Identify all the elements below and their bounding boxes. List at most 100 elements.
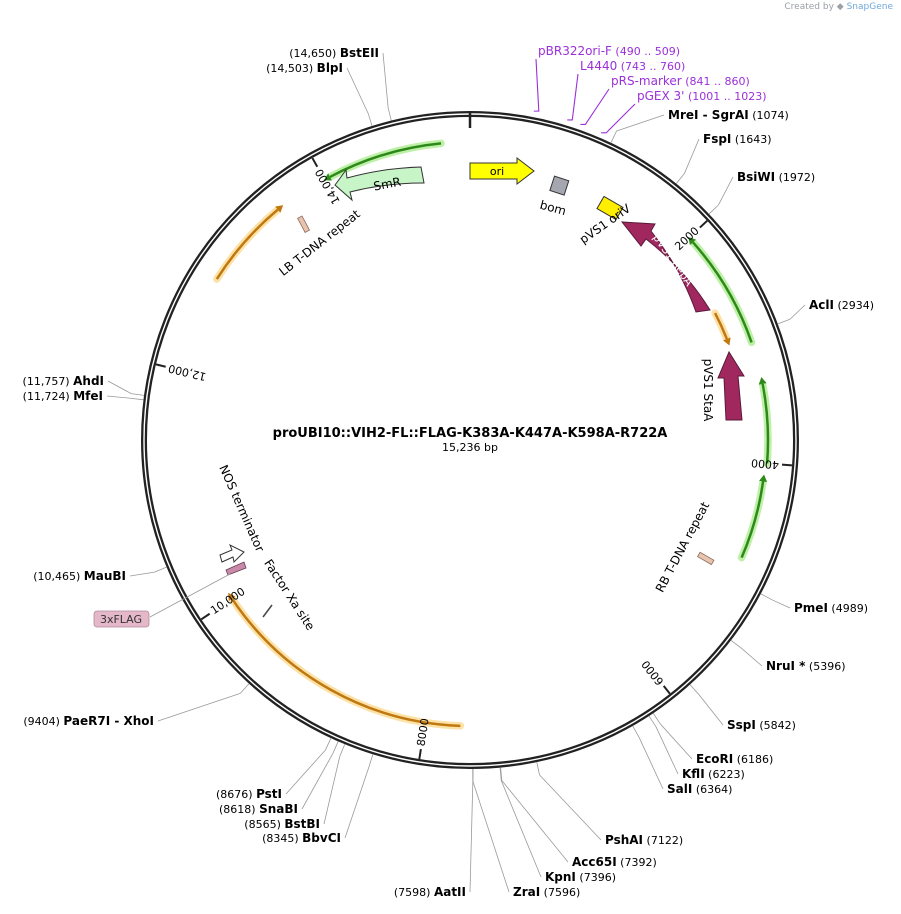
tick-label: 6000	[639, 658, 667, 688]
site-stub	[368, 754, 374, 767]
site-stub	[648, 715, 657, 728]
rb-tdna-repeat-label: RB T-DNA repeat	[653, 499, 713, 594]
snapgene-credit: Created by ◆ SnapGene	[784, 2, 893, 12]
primer-label: pGEX 3' (1001 .. 1023)	[637, 89, 767, 103]
site-leader	[718, 176, 734, 206]
orf-orange-left	[215, 208, 279, 280]
site-label: (11,724) MfeI	[23, 389, 103, 403]
site-label: (10,465) MauBI	[33, 569, 126, 583]
site-label: MreI - SgrAI (1074)	[668, 108, 789, 122]
tick-mark	[418, 748, 422, 760]
site-stub	[632, 725, 640, 738]
site-stub	[154, 566, 167, 573]
site-label: (14,650) BstEII	[289, 46, 379, 60]
site-leader	[500, 780, 542, 878]
nos-terminator-label: NOS terminator	[216, 463, 267, 554]
primer-lines	[533, 58, 636, 134]
site-leader	[772, 599, 791, 609]
flag-leader-line	[149, 573, 231, 618]
site-stub	[610, 130, 617, 143]
primer-arrow	[567, 73, 579, 121]
site-label: (14,503) BlpI	[266, 61, 343, 75]
site-label: (8565) BstBI	[244, 817, 320, 831]
site-stub	[239, 683, 250, 694]
smr-label: SmR	[372, 175, 402, 194]
pvs1-repa-feature	[620, 221, 711, 313]
flag-tag-feature	[225, 561, 247, 576]
site-leader	[157, 692, 241, 722]
site-leader	[638, 737, 664, 790]
site-label: (11,757) AhdI	[23, 374, 104, 388]
site-leader	[789, 304, 806, 320]
site-stub	[325, 738, 332, 751]
primer-arrow	[580, 88, 610, 125]
orf-smr	[329, 142, 442, 179]
site-leader	[684, 138, 700, 174]
site-label: ZraI (7596)	[513, 885, 580, 899]
site-leader	[616, 114, 665, 132]
primer-labels: pBR322ori-F (490 .. 509)L4440 (743 .. 76…	[538, 44, 767, 103]
tick-mark	[311, 157, 319, 168]
orf-orange-small-head	[723, 337, 731, 346]
site-stub	[675, 173, 685, 184]
site-label: (8676) PstI	[216, 787, 282, 801]
tick-label: 4000	[751, 456, 780, 471]
tick-mark	[155, 363, 166, 368]
site-label: KpnI (7396)	[545, 870, 616, 884]
nos-terminator-feature	[219, 543, 245, 564]
site-leader	[472, 781, 510, 893]
tick-marks	[155, 157, 793, 760]
tick-mark	[662, 685, 671, 695]
flag-tag-label: 3xFLAG	[100, 613, 142, 626]
site-label: Acc65I (7392)	[572, 855, 657, 869]
site-stub	[367, 113, 373, 127]
site-stub	[387, 107, 392, 121]
orf-green-3-glow	[737, 477, 767, 562]
site-leader	[741, 647, 763, 667]
orf-repa-head	[688, 237, 696, 245]
pvs1-staa-feature	[717, 350, 745, 421]
orf-arcs	[213, 139, 772, 730]
site-label: SalI (6364)	[667, 782, 732, 796]
site-stub	[730, 639, 742, 649]
snapgene-logo-icon: ◆	[836, 2, 844, 12]
orf-orange-left-head	[275, 205, 284, 213]
site-label: (8345) BbvCI	[262, 831, 341, 845]
site-label: FspI (1643)	[703, 132, 771, 146]
pvs1-oriv-feature	[596, 195, 624, 221]
primer-arrow	[601, 103, 636, 134]
site-stub	[536, 762, 540, 775]
site-stub	[130, 397, 144, 401]
primer-label: L4440 (743 .. 760)	[580, 59, 685, 73]
orf-orange-small	[713, 312, 728, 340]
site-stub	[339, 744, 346, 757]
site-stub	[332, 741, 339, 754]
site-label: (8618) SnaBI	[219, 802, 298, 816]
site-leader	[660, 723, 693, 760]
site-label: (7598) AatII	[394, 885, 466, 899]
site-leader	[344, 766, 370, 839]
lb-tdna-repeat-label: LB T-DNA repeat	[276, 207, 363, 279]
orf-staa-head	[758, 377, 767, 385]
plasmid-size: 15,236 bp	[442, 441, 498, 454]
lb-tdna-repeat-feature	[297, 215, 311, 234]
site-label: BsiWI (1972)	[737, 170, 815, 184]
orf-vih2-head	[228, 592, 236, 601]
bom-label: bom	[538, 198, 567, 218]
site-lines	[106, 52, 806, 893]
site-label: (9404) PaeR7I - XhoI	[23, 714, 154, 728]
credit-brand: SnapGene	[846, 2, 893, 12]
site-leader	[106, 395, 131, 399]
plasmid-name: proUBI10::VIH2-FL::FLAG-K383A-K447A-K598…	[273, 426, 668, 441]
site-stub	[708, 204, 719, 215]
tick-label: 12,000	[167, 362, 207, 384]
primer-label: pRS-marker (841 .. 860)	[611, 74, 750, 88]
site-leader	[323, 756, 341, 825]
factor-xa-label: Factor Xa site	[261, 557, 317, 633]
pvs1-staa-label: pVS1 StaA	[701, 359, 715, 423]
smr-feature	[334, 166, 425, 202]
tick-mark	[699, 220, 708, 229]
site-leader	[107, 380, 132, 394]
